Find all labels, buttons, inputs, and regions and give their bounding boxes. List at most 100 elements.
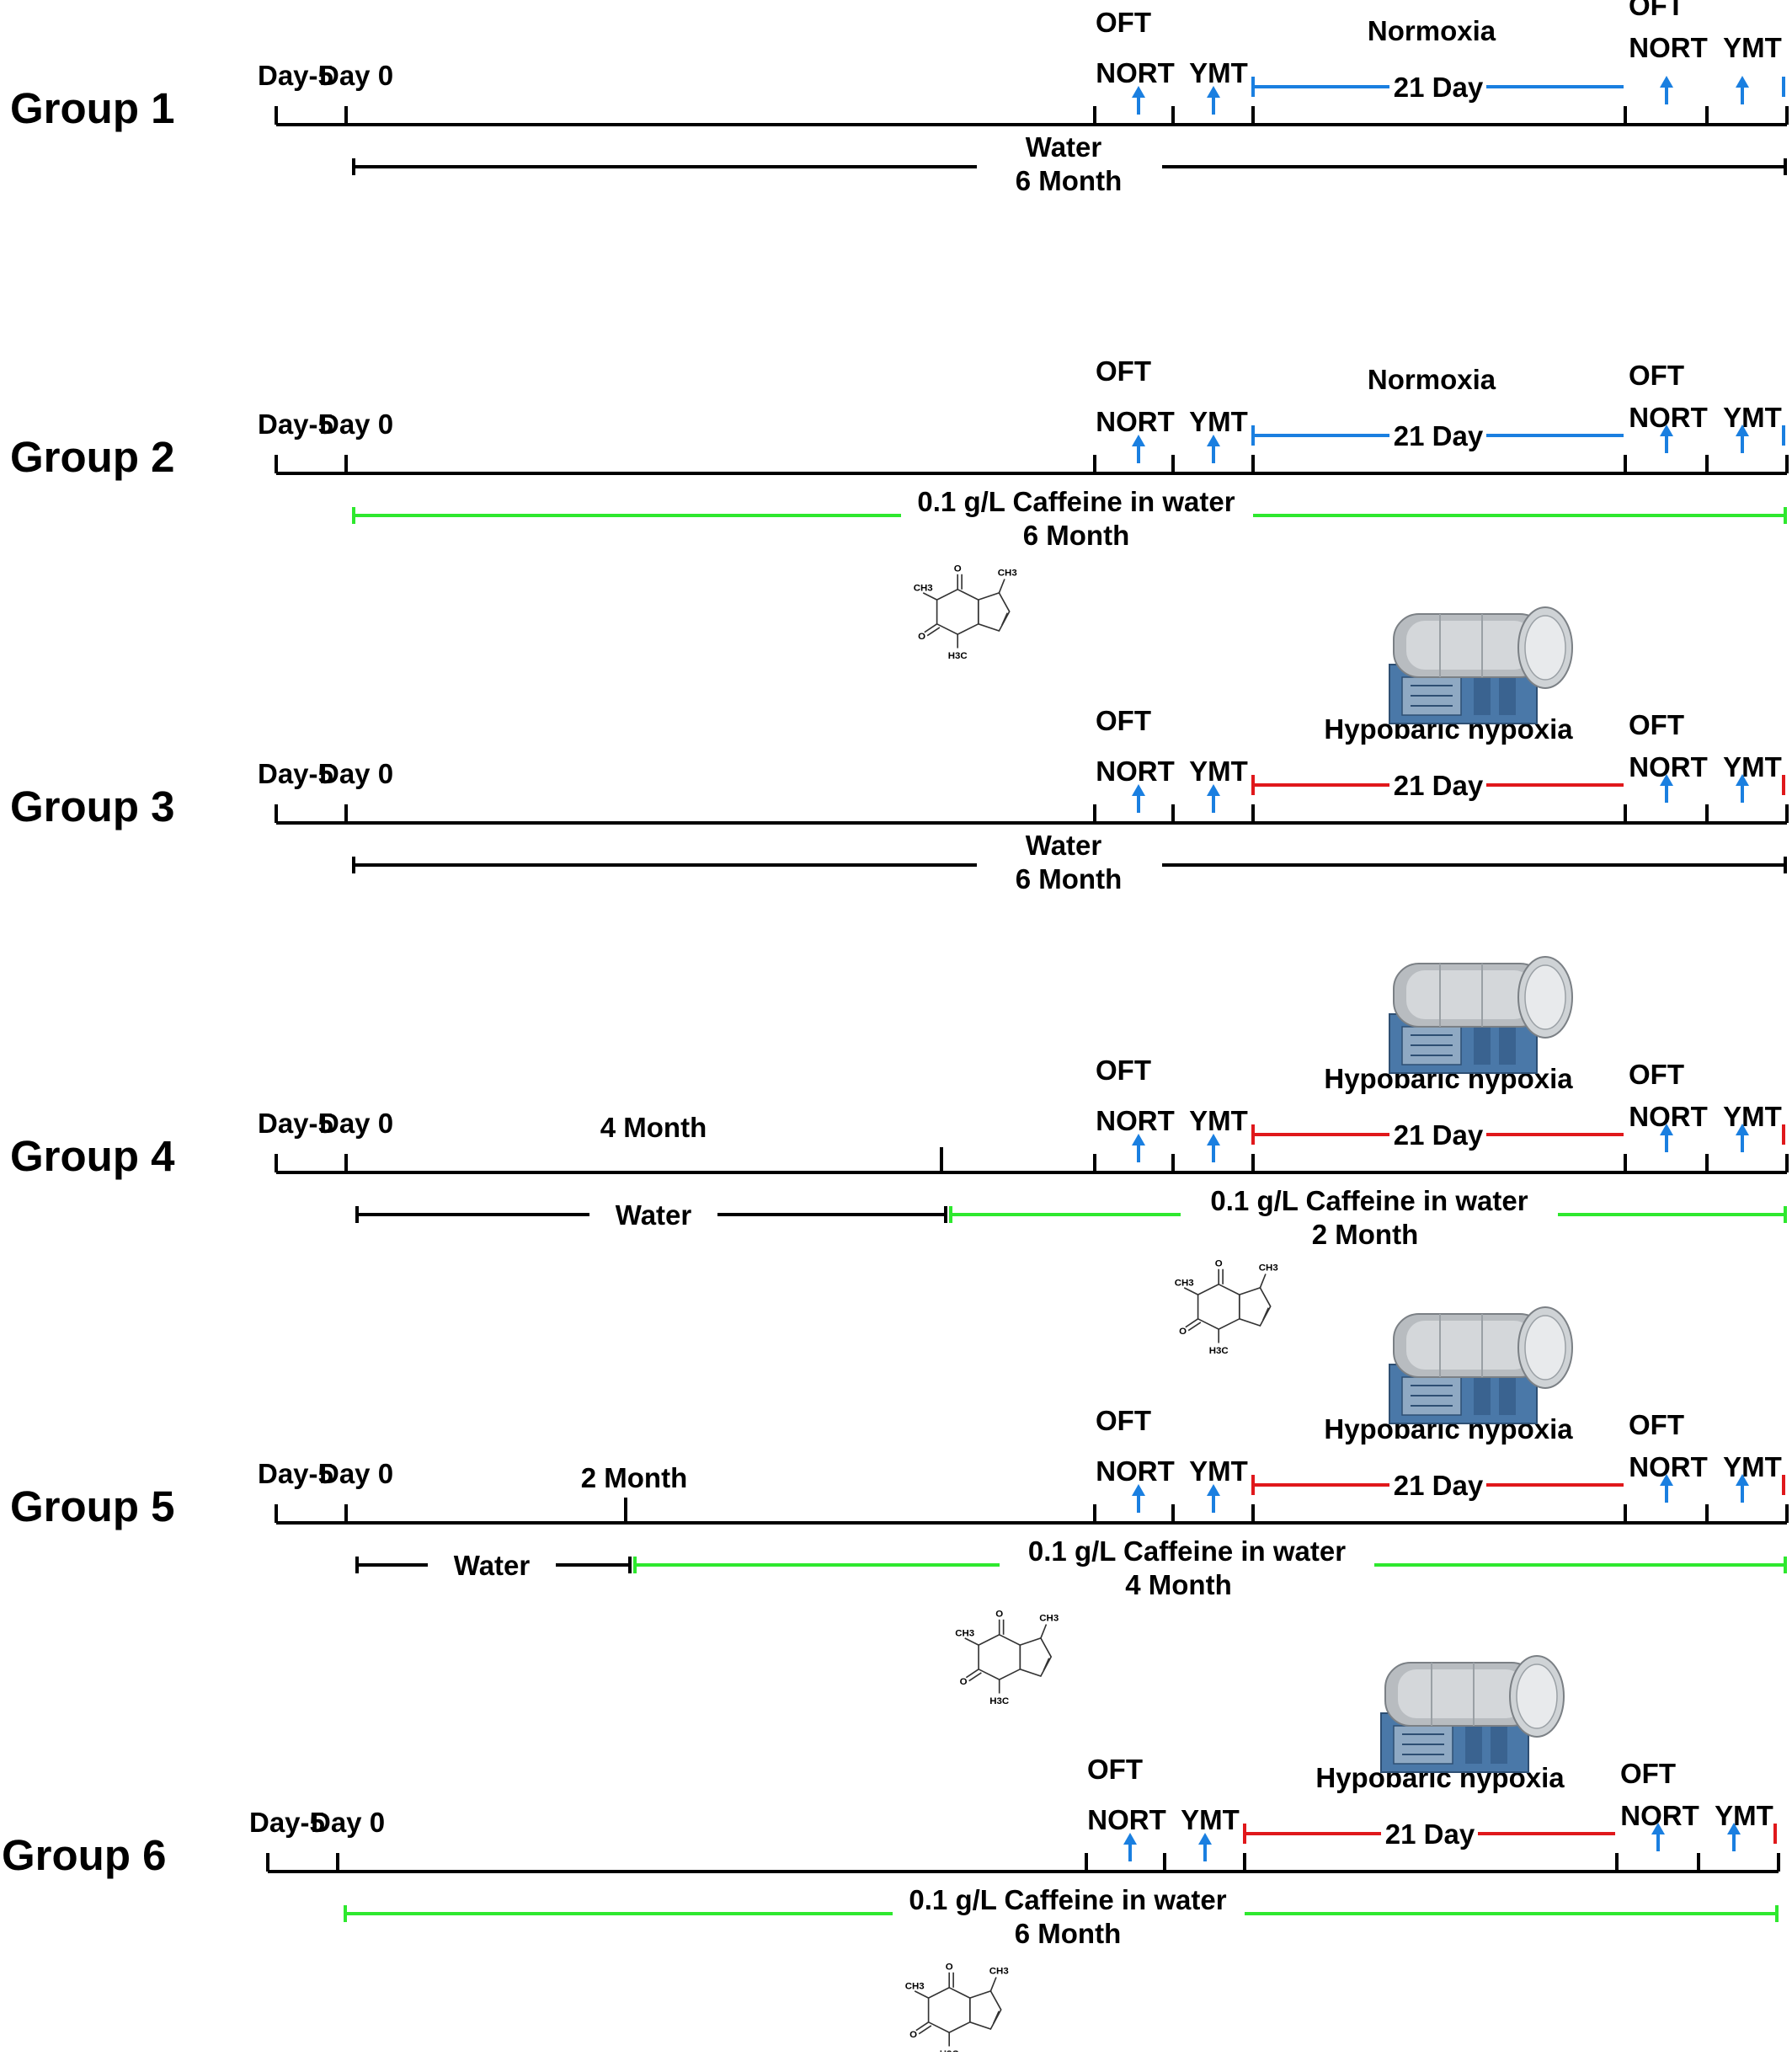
arrow-up-icon	[1132, 435, 1145, 463]
test-oft-label-right: OFT	[1629, 0, 1684, 21]
atom-ch3-right: CH3	[989, 1966, 1009, 1976]
test-nort-label: NORT	[1096, 756, 1175, 787]
atom-o-top: O	[954, 563, 962, 574]
group-label: Group 1	[10, 84, 175, 132]
arrow-head	[1660, 76, 1673, 88]
caffeine-skeleton	[1183, 1268, 1272, 1344]
caffeine-name: 0.1 g/L Caffeine in water	[1210, 1185, 1528, 1216]
arrow-up-icon	[1660, 1474, 1673, 1503]
test-oft-label-right: OFT	[1629, 1059, 1684, 1090]
arrow-head	[1736, 425, 1749, 436]
test-ymt-label: YMT	[1189, 406, 1248, 437]
hypobaric-chamber-icon	[1389, 606, 1573, 724]
condition-duration: 21 Day	[1394, 770, 1484, 801]
atom-ch3-left: CH3	[905, 1981, 925, 1991]
group-label: Group 2	[10, 433, 175, 481]
arrow-head	[1660, 1474, 1673, 1486]
group-label: Group 5	[10, 1482, 175, 1530]
atom-o-top: O	[946, 1962, 953, 1972]
arrow-head	[1207, 1134, 1220, 1145]
test-nort-label: NORT	[1096, 1105, 1175, 1136]
arrow-head	[1207, 86, 1220, 98]
chamber-body	[1389, 606, 1573, 724]
chamber-body	[1389, 956, 1573, 1074]
test-nort-label: NORT	[1096, 1455, 1175, 1487]
arrow-up-icon	[1198, 1833, 1212, 1861]
condition-duration: 21 Day	[1394, 420, 1484, 451]
arrow-up-icon	[1132, 86, 1145, 115]
day-minus5-label: Day-5	[258, 409, 333, 440]
test-nort-label: NORT	[1096, 57, 1175, 88]
arrow-up-icon	[1123, 1833, 1137, 1861]
test-ymt-label-right: YMT	[1723, 751, 1782, 782]
test-ymt-label: YMT	[1189, 756, 1248, 787]
arrow-head	[1727, 1823, 1741, 1834]
test-oft-label-right: OFT	[1629, 360, 1684, 391]
atom-o-left: O	[918, 632, 925, 642]
group-label: Group 6	[2, 1831, 167, 1879]
condition-duration: 21 Day	[1394, 1470, 1484, 1501]
test-oft-label: OFT	[1096, 7, 1151, 38]
arrow-head	[1198, 1833, 1212, 1845]
treatment-duration: 6 Month	[1023, 520, 1129, 551]
arrow-head	[1660, 425, 1673, 436]
treatment-name: 0.1 g/L Caffeine in water	[917, 486, 1235, 517]
atom-ch3-right: CH3	[998, 568, 1017, 578]
test-nort-label: NORT	[1087, 1804, 1166, 1835]
arrow-up-icon	[1736, 1474, 1749, 1503]
day-minus5-label: Day-5	[258, 1108, 333, 1139]
day0-label: Day 0	[319, 409, 393, 440]
arrow-head	[1736, 774, 1749, 786]
arrow-head	[1736, 1474, 1749, 1486]
arrow-head	[1132, 1134, 1145, 1145]
day-minus5-label: Day-5	[249, 1807, 325, 1838]
atom-h3c-bottom: H3C	[989, 1696, 1009, 1706]
atom-o-left: O	[960, 1677, 968, 1687]
test-nort-label: NORT	[1096, 406, 1175, 437]
arrow-up-icon	[1132, 1134, 1145, 1162]
condition-name: Normoxia	[1368, 15, 1496, 46]
water-name: Water	[616, 1199, 692, 1231]
test-ymt-label-right: YMT	[1723, 1451, 1782, 1482]
day0-label: Day 0	[319, 1108, 393, 1139]
arrow-up-icon	[1660, 425, 1673, 453]
caffeine-skeleton	[963, 1618, 1053, 1695]
arrow-up-icon	[1132, 1484, 1145, 1513]
test-ymt-label: YMT	[1181, 1804, 1240, 1835]
test-ymt-label: YMT	[1189, 1455, 1248, 1487]
test-ymt-label-right: YMT	[1723, 402, 1782, 433]
test-oft-label: OFT	[1096, 1405, 1151, 1436]
day0-label: Day 0	[319, 758, 393, 789]
group-label: Group 3	[10, 782, 175, 830]
caffeine-skeleton	[922, 573, 1011, 649]
test-ymt-label-right: YMT	[1715, 1800, 1773, 1831]
arrow-up-icon	[1736, 774, 1749, 803]
atom-ch3-right: CH3	[1259, 1263, 1278, 1273]
test-ymt-label: YMT	[1189, 1105, 1248, 1136]
arrow-head	[1207, 1484, 1220, 1496]
arrow-head	[1132, 784, 1145, 796]
atom-o-left: O	[909, 2030, 917, 2040]
day0-label: Day 0	[311, 1807, 385, 1838]
caffeine-skeleton	[914, 1971, 1002, 2048]
treatment-duration: 6 Month	[1015, 1918, 1121, 1949]
day0-label: Day 0	[319, 1458, 393, 1489]
arrow-head	[1207, 435, 1220, 446]
treatment-duration: 6 Month	[1016, 165, 1122, 196]
switch-label: 4 Month	[600, 1112, 707, 1143]
